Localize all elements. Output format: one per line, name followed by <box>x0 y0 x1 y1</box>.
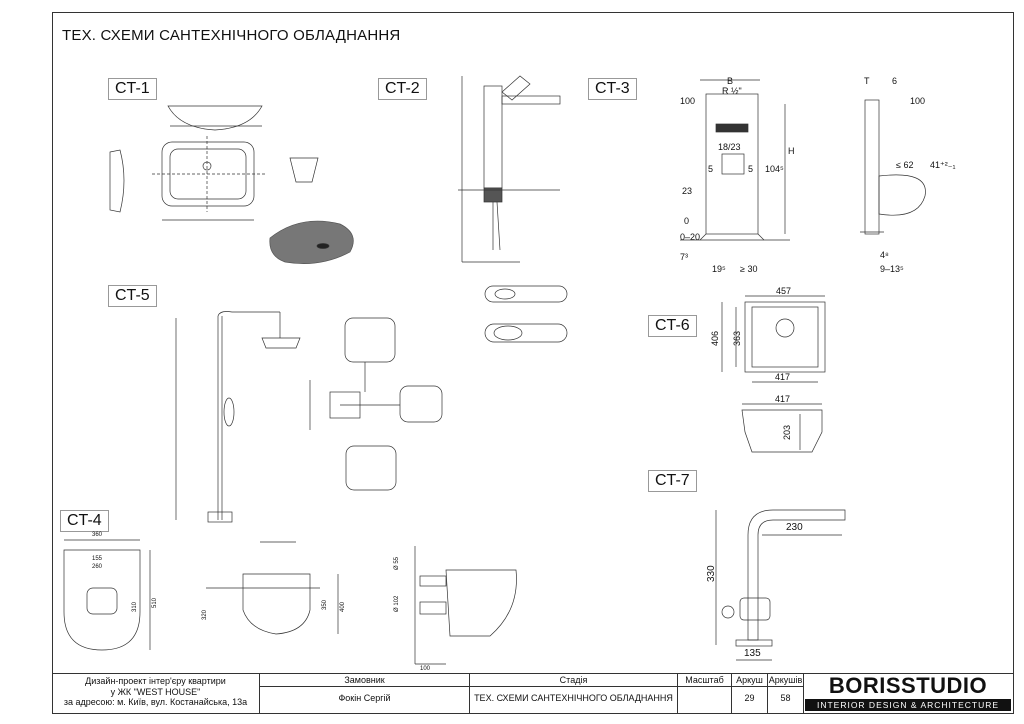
stage-value: ТЕХ. СХЕМИ САНТЕХНІЧНОГО ОБЛАДНАННЯ <box>474 693 673 703</box>
project-line-2: у ЖК "WEST HOUSE" <box>110 686 201 697</box>
ct3-dim-b: B <box>727 76 733 86</box>
sheet-cell: Аркуш 29 <box>732 674 768 714</box>
ct3-dim-020: 0–20 <box>680 232 700 242</box>
stage-cell: Стадія ТЕХ. СХЕМИ САНТЕХНІЧНОГО ОБЛАДНАН… <box>470 674 678 714</box>
logo-name: BORISSTUDIO <box>828 673 988 698</box>
project-line-3: за адресою: м. Київ, вул. Костанайська, … <box>63 697 248 707</box>
ct3-dim-9135: 9–13⁵ <box>880 264 904 274</box>
label-ct7: CT-7 <box>648 470 697 492</box>
ct6-dim-203: 203 <box>782 425 792 440</box>
title-block <box>52 673 1014 715</box>
project-info-cell: Дизайн-проект інтер'єру квартири у ЖК "W… <box>52 674 260 714</box>
ct3-dim-5b: 5 <box>748 164 753 174</box>
ct4-dim-155: 155 <box>92 556 103 562</box>
logo-tagline: INTERIOR DESIGN & ARCHITECTURE <box>805 699 1011 711</box>
sheet-title: ТЕХ. СХЕМИ САНТЕХНІЧНОГО ОБЛАДНАННЯ <box>62 27 401 44</box>
ct3-dim-41: 41⁺²₋₁ <box>930 160 956 170</box>
label-ct3: CT-3 <box>588 78 637 100</box>
ct3-dim-100b: 100 <box>910 96 925 106</box>
scale-header: Масштаб <box>678 674 731 687</box>
ct7-dim-230: 230 <box>786 522 803 533</box>
ct3-dim-1823: 18/23 <box>718 142 741 152</box>
ct6-sink-drawing <box>721 295 826 453</box>
ct3-dim-six: 6 <box>892 76 897 86</box>
ct4-dim-510: 510 <box>152 597 158 608</box>
ct4-wc-drawing <box>63 539 517 665</box>
ct4-dim-260: 260 <box>92 564 103 570</box>
ct7-tap-drawing <box>715 509 846 661</box>
ct7-dim-330: 330 <box>706 565 717 582</box>
label-ct1: CT-1 <box>108 78 157 100</box>
ct3-dim-t: T <box>864 76 870 86</box>
ct3-dim-le62: ≤ 62 <box>896 160 913 170</box>
client-value: Фокін Сергій <box>338 693 391 703</box>
ct3-dim-195: 19⁵ <box>712 264 726 274</box>
ct4-dim-350: 350 <box>322 599 328 610</box>
client-header: Замовник <box>260 674 469 687</box>
drawing-frame <box>52 12 1014 714</box>
project-line-1: Дизайн-проект інтер'єру квартири <box>85 676 226 686</box>
ct6-dim-406: 406 <box>710 331 720 346</box>
ct3-dim-73: 7³ <box>680 252 688 262</box>
sheet-value: 29 <box>744 693 755 703</box>
ct2-mixer-drawing <box>458 75 568 343</box>
sheets-header: Аркушів <box>768 675 803 687</box>
ct3-installation-drawing <box>680 79 926 241</box>
ct4-dim-320: 320 <box>202 609 208 620</box>
ct3-dim-23: 23 <box>682 186 692 196</box>
sheets-value: 58 <box>780 693 791 703</box>
scale-cell: Масштаб <box>678 674 732 714</box>
ct3-dim-h: H <box>788 146 795 156</box>
client-cell: Замовник Фокін Сергій <box>260 674 470 714</box>
ct4-dim-400: 400 <box>340 601 346 612</box>
ct3-dim-r: R ½" <box>722 86 742 96</box>
ct6-dim-417b: 417 <box>775 394 790 404</box>
label-ct4: CT-4 <box>60 510 109 532</box>
ct4-dim-d55: Ø 55 <box>394 556 400 570</box>
ct3-dim-100a: 100 <box>680 96 695 106</box>
sheets-cell: Аркушів 58 <box>768 674 804 714</box>
ct3-dim-48: 4⁸ <box>880 250 889 260</box>
label-ct6: CT-6 <box>648 315 697 337</box>
ct3-dimensions: B R ½" T 6 100 100 H 104⁵ 18/23 5 5 23 0… <box>680 76 956 274</box>
stage-header: Стадія <box>470 674 677 687</box>
ct1-basin-drawing <box>109 105 354 264</box>
ct4-dim-d102: Ø 102 <box>394 595 400 612</box>
ct4-dim-360: 360 <box>92 532 103 538</box>
ct6-dim-363: 363 <box>732 331 742 346</box>
label-ct2: CT-2 <box>378 78 427 100</box>
sheet-header: Аркуш <box>732 674 767 687</box>
ct3-dim-0: 0 <box>684 216 689 226</box>
ct4-dim-310: 310 <box>132 601 138 612</box>
ct4-dimensions: 360 155 260 310 510 320 350 400 Ø 55 Ø 1… <box>92 532 431 672</box>
ct3-dim-ge30: ≥ 30 <box>740 264 757 274</box>
ct5-shower-drawing <box>175 311 443 523</box>
studio-logo: BORISSTUDIO INTERIOR DESIGN & ARCHITECTU… <box>805 675 1011 712</box>
ct6-dimensions: 457 406 363 417 417 203 <box>710 286 792 440</box>
ct6-dim-417a: 417 <box>775 372 790 382</box>
label-ct5: CT-5 <box>108 285 157 307</box>
ct7-dimensions: 230 330 135 <box>706 522 803 659</box>
ct6-dim-457: 457 <box>776 286 791 296</box>
ct3-dim-5a: 5 <box>708 164 713 174</box>
ct3-dim-104: 104⁵ <box>765 164 784 174</box>
ct4-dim-100: 100 <box>420 666 431 672</box>
ct7-dim-135: 135 <box>744 648 761 659</box>
